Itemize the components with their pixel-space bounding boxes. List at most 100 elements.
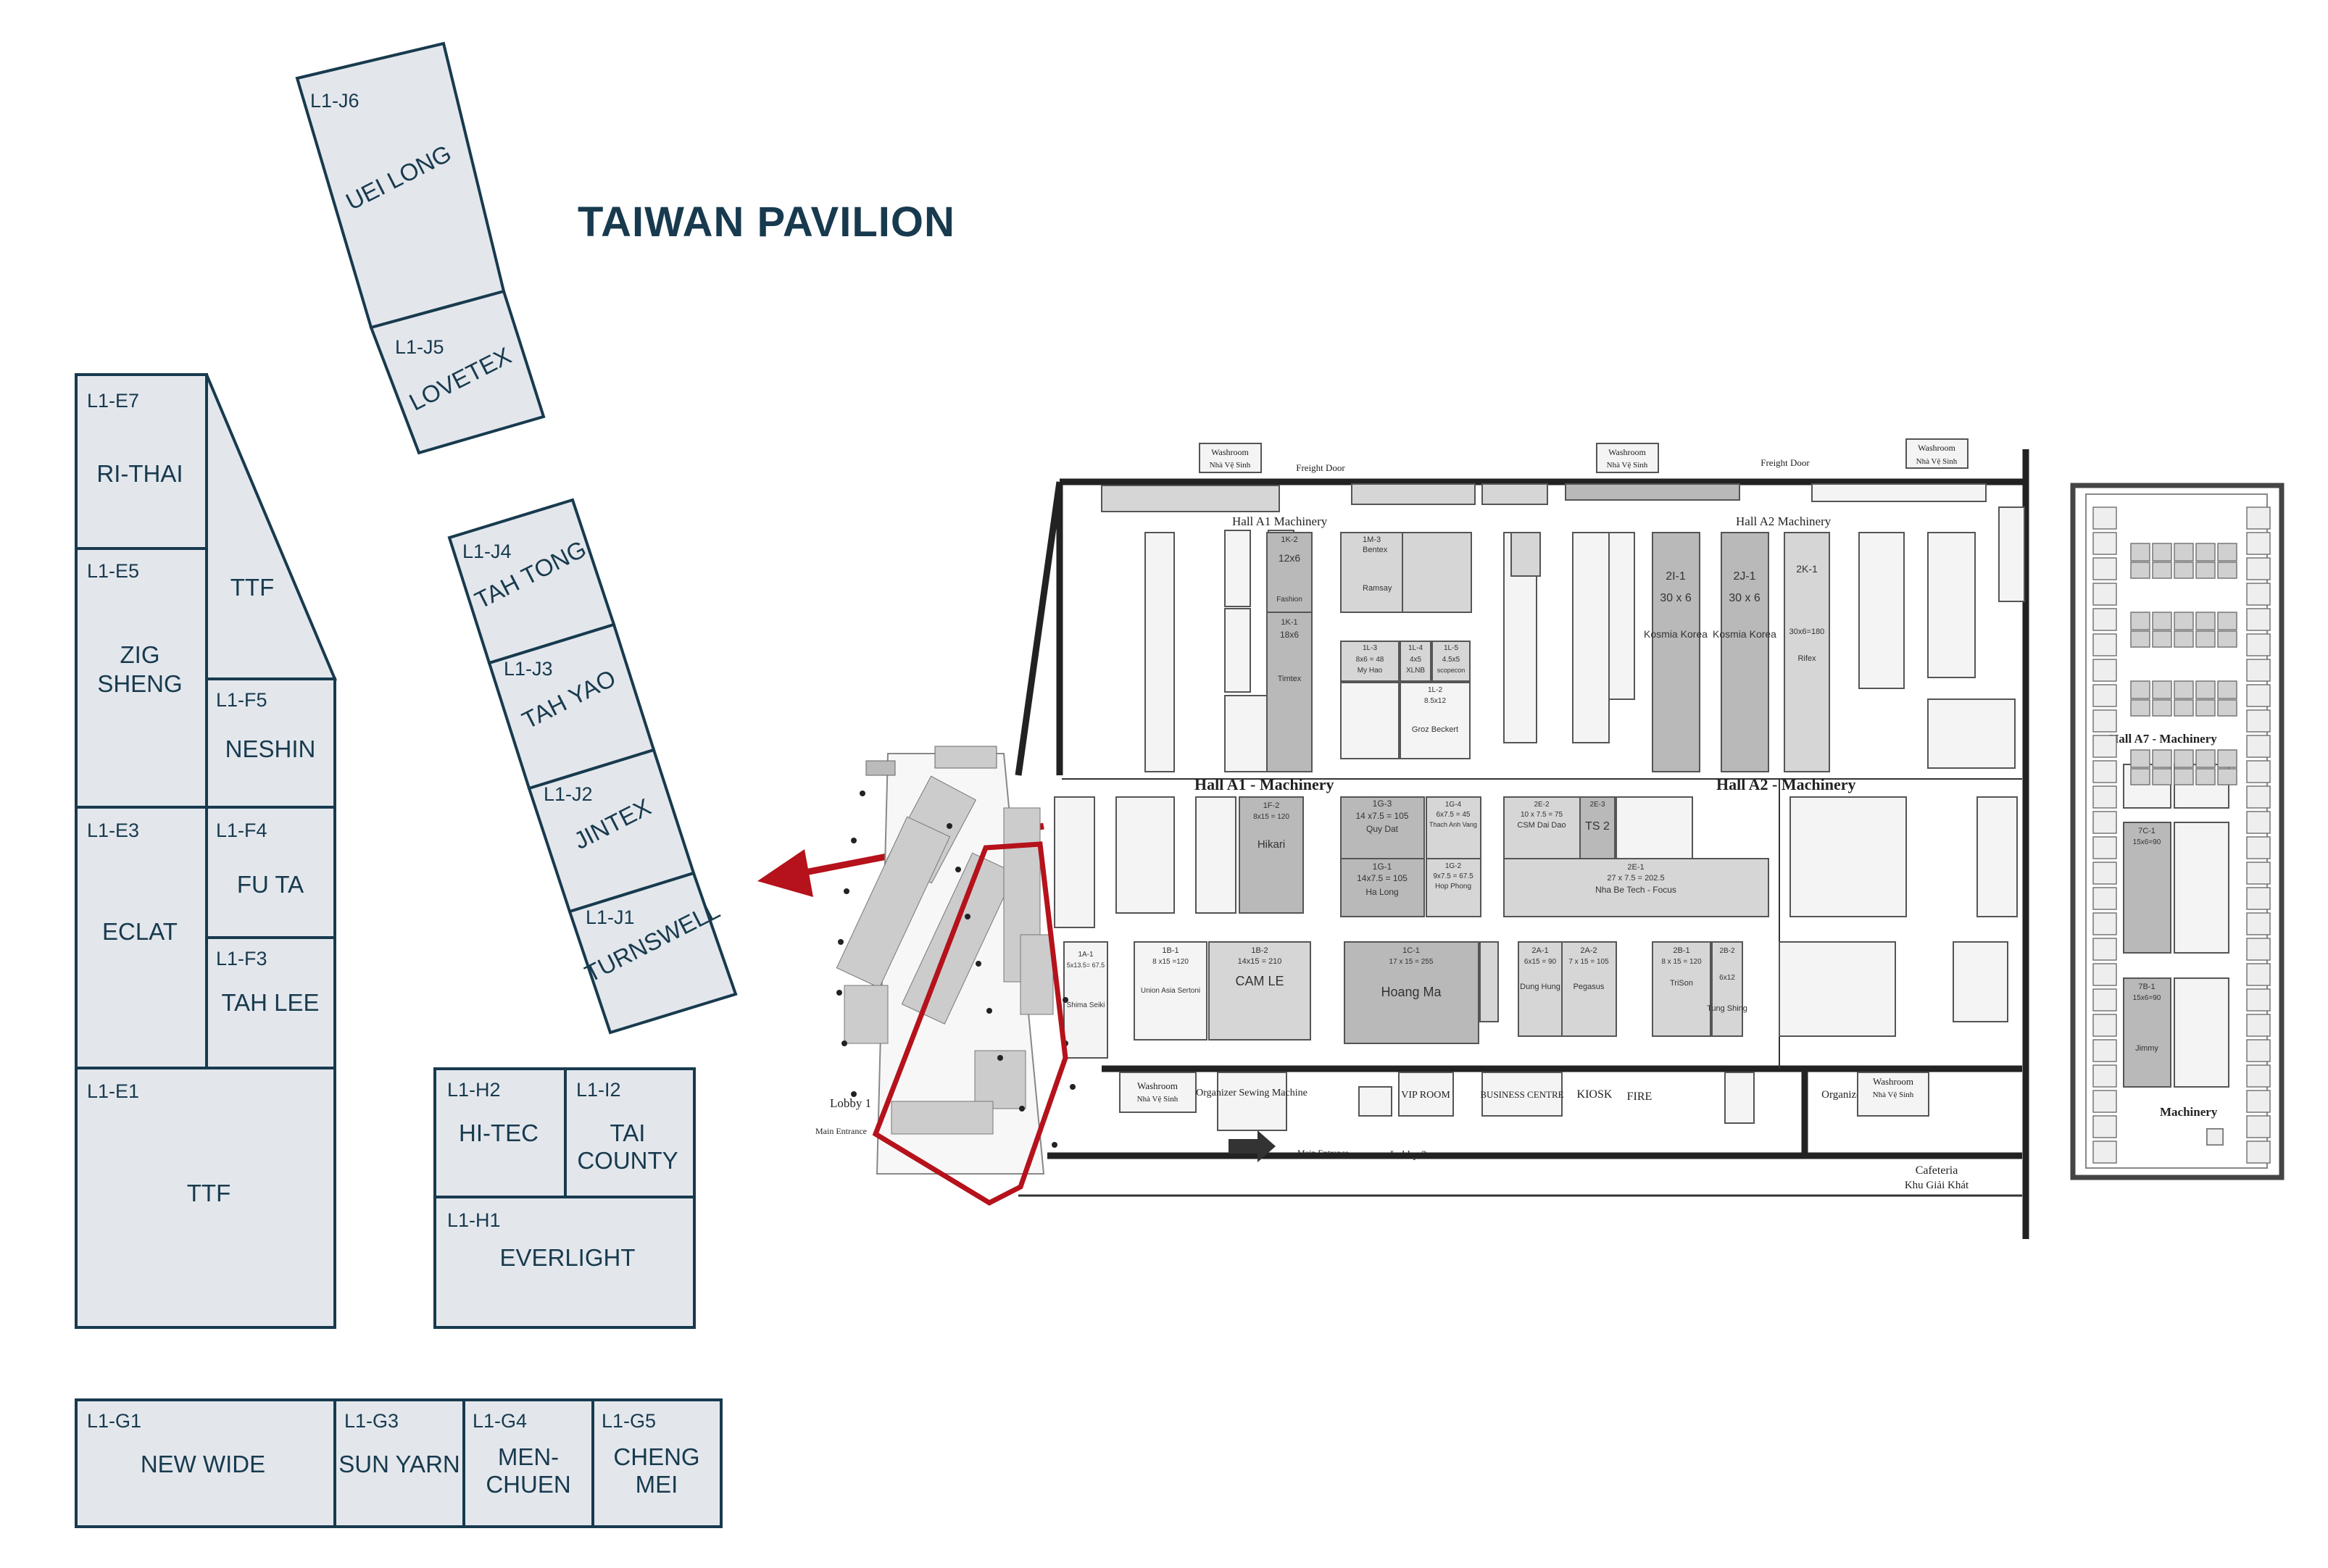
lobby-1-label: Lobby 1	[830, 1096, 871, 1110]
booth-code: L1-E1	[87, 1080, 139, 1102]
booth-l1-f4[interactable]: L1-F4 FU TA	[205, 806, 336, 939]
booth-l1-j5[interactable]: L1-J5 LOVETEX	[369, 289, 546, 455]
booth-l1-g5[interactable]: L1-G5 CHENG MEI	[591, 1398, 723, 1528]
booth-l1-j4[interactable]: L1-J4 TAH TONG	[447, 498, 616, 665]
booth-code: L1-J6	[310, 90, 359, 112]
booth-l1-g1[interactable]: L1-G1 NEW WIDE	[75, 1398, 336, 1528]
svg-text:Hikari: Hikari	[1257, 838, 1285, 851]
small-booth-cell	[2246, 684, 2271, 707]
small-booth-cell	[2092, 1140, 2117, 1164]
booth-name: ECLAT	[102, 918, 178, 945]
small-booth-cell	[2092, 633, 2117, 656]
small-booth-cell	[2152, 749, 2172, 768]
stanchion-dot	[947, 823, 952, 829]
small-booth-cell	[2246, 760, 2271, 783]
small-booth-cell	[2174, 680, 2194, 699]
lobby-2-label: Lobby 2	[1390, 1149, 1426, 1161]
booth-name-line-2: MEI	[636, 1471, 678, 1498]
vip-room-label: VIP ROOM	[1401, 1090, 1450, 1101]
small-booth-cell	[2217, 699, 2237, 717]
small-booth-cell	[2130, 768, 2150, 785]
small-booth-cell	[2246, 988, 2271, 1012]
svg-text:4x5: 4x5	[1410, 656, 1422, 664]
booth-l1-j3[interactable]: L1-J3 TAH YAO	[487, 622, 656, 791]
small-booth-cell	[2246, 583, 2271, 606]
booth-name-line-1: CHENG	[613, 1443, 699, 1470]
small-booth-cell	[2152, 768, 2172, 785]
booth-l1-f5[interactable]: L1-F5 NESHIN	[205, 677, 336, 809]
small-booth-cell	[2092, 608, 2117, 631]
booth-l1-j6[interactable]: L1-J6 UEI LONG	[295, 41, 506, 330]
svg-text:Jimmy: Jimmy	[2135, 1044, 2158, 1053]
svg-text:TS 2: TS 2	[1585, 820, 1610, 833]
small-booth-cell	[2246, 633, 2271, 656]
small-booth-cell	[2195, 749, 2216, 768]
svg-text:1G-3: 1G-3	[1373, 798, 1392, 809]
small-booth-cell	[2152, 680, 2172, 699]
cafeteria-label: Cafeteria	[1916, 1164, 1958, 1177]
small-booth-cell	[2246, 1064, 2271, 1088]
svg-text:12x6: 12x6	[1279, 552, 1301, 564]
hall-a7-booth-grid	[2092, 506, 2271, 1164]
small-booth-cell	[2174, 699, 2194, 717]
svg-text:1G-2: 1G-2	[1445, 862, 1462, 870]
svg-text:7B-1: 7B-1	[2138, 983, 2155, 991]
booth-code: L1-G3	[344, 1410, 399, 1432]
small-booth-cell	[2206, 1128, 2224, 1146]
booth-l1-e5[interactable]: L1-E5 ZIG SHENG	[75, 547, 208, 809]
svg-text:1B-2: 1B-2	[1251, 946, 1268, 955]
svg-text:CSM Dai Dao: CSM Dai Dao	[1517, 821, 1566, 830]
booth-code: L1-F4	[216, 820, 267, 841]
small-booth-cell	[2152, 612, 2172, 630]
booth-l1-g3[interactable]: L1-G3 SUN YARN	[333, 1398, 465, 1528]
small-booth-cell	[2246, 938, 2271, 961]
booth-code: L1-F3	[216, 948, 267, 969]
fp-booth-2j-1: 2J-1 30 x 6 Kosmia Korea	[1713, 532, 1776, 772]
booth-l1-e3[interactable]: L1-E3 ECLAT	[75, 806, 208, 1069]
small-booth-cell	[2174, 612, 2194, 630]
small-booth-cell	[2092, 938, 2117, 961]
stanchion-dot	[1070, 1084, 1076, 1090]
fp-booth-2b-2: 2B-2 6x12 Tung Shing	[1707, 941, 1747, 1037]
booth-l1-f3[interactable]: L1-F3 TAH LEE	[205, 936, 336, 1069]
svg-text:30 x 6: 30 x 6	[1660, 592, 1692, 604]
svg-text:27 x 7.5 = 202.5: 27 x 7.5 = 202.5	[1607, 874, 1664, 883]
washroom-label: Washroom	[1211, 447, 1249, 457]
booth-name: HI-TEC	[459, 1119, 539, 1146]
small-booth-cell	[2092, 532, 2117, 555]
fp-booth-2i-1: 2I-1 30 x 6 Kosmia Korea	[1644, 532, 1708, 772]
fp-booth-1k-1: 1K-1 18x6 Timtex	[1278, 618, 1302, 683]
washroom-bottom-2: Washroom	[1873, 1076, 1913, 1087]
booth-code: L1-G4	[473, 1410, 527, 1432]
small-booth-cell	[2217, 543, 2237, 562]
small-booth-cell	[2092, 506, 2117, 530]
booth-l1-h1[interactable]: L1-H1 EVERLIGHT	[433, 1196, 696, 1329]
small-booth-cell	[2217, 749, 2237, 768]
booth-name: NEW WIDE	[141, 1451, 265, 1477]
booth-code: L1-H1	[447, 1209, 501, 1231]
svg-text:15x6=90: 15x6=90	[2133, 994, 2161, 1002]
booth-l1-g4[interactable]: L1-G4 MEN- CHUEN	[462, 1398, 594, 1528]
booth-l1-h2[interactable]: L1-H2 HI-TEC	[433, 1067, 567, 1198]
booth-ttf-triangle[interactable]: TTF	[205, 374, 338, 680]
small-booth-cell	[2246, 887, 2271, 910]
fp-booth-1l-2: 1L-2 8.5x12 Groz Beckert	[1400, 682, 1471, 759]
svg-text:8 x 15 = 120: 8 x 15 = 120	[1661, 958, 1702, 966]
booth-l1-j1[interactable]: L1-J1 TURNSWELL	[568, 871, 738, 1035]
svg-text:10 x 7.5 = 75: 10 x 7.5 = 75	[1521, 811, 1563, 819]
fire-label: FIRE	[1627, 1090, 1653, 1103]
fp-booth-1g-4: 1G-4 6x7.5 = 45 Thach Anh Vang	[1426, 796, 1481, 859]
booth-l1-e7[interactable]: L1-E7 RI-THAI	[75, 373, 208, 550]
booth-code: L1-G5	[602, 1410, 656, 1432]
booth-l1-e1[interactable]: L1-E1 TTF	[75, 1067, 336, 1329]
svg-text:14x7.5 = 105: 14x7.5 = 105	[1357, 873, 1408, 883]
booth-l1-i2[interactable]: L1-I2 TAI COUNTY	[564, 1067, 696, 1198]
booth-name-line-2: COUNTY	[577, 1147, 678, 1174]
svg-text:1K-2: 1K-2	[1281, 535, 1297, 544]
small-booth-cell	[2092, 1014, 2117, 1037]
washroom-label-2: Washroom	[1608, 447, 1646, 457]
svg-text:Quy Dat: Quy Dat	[1366, 824, 1399, 834]
hall-a2-label: Hall A2 - Machinery	[1716, 775, 1855, 793]
small-booth-cell	[2217, 630, 2237, 648]
small-booth-cell	[2246, 1140, 2271, 1164]
